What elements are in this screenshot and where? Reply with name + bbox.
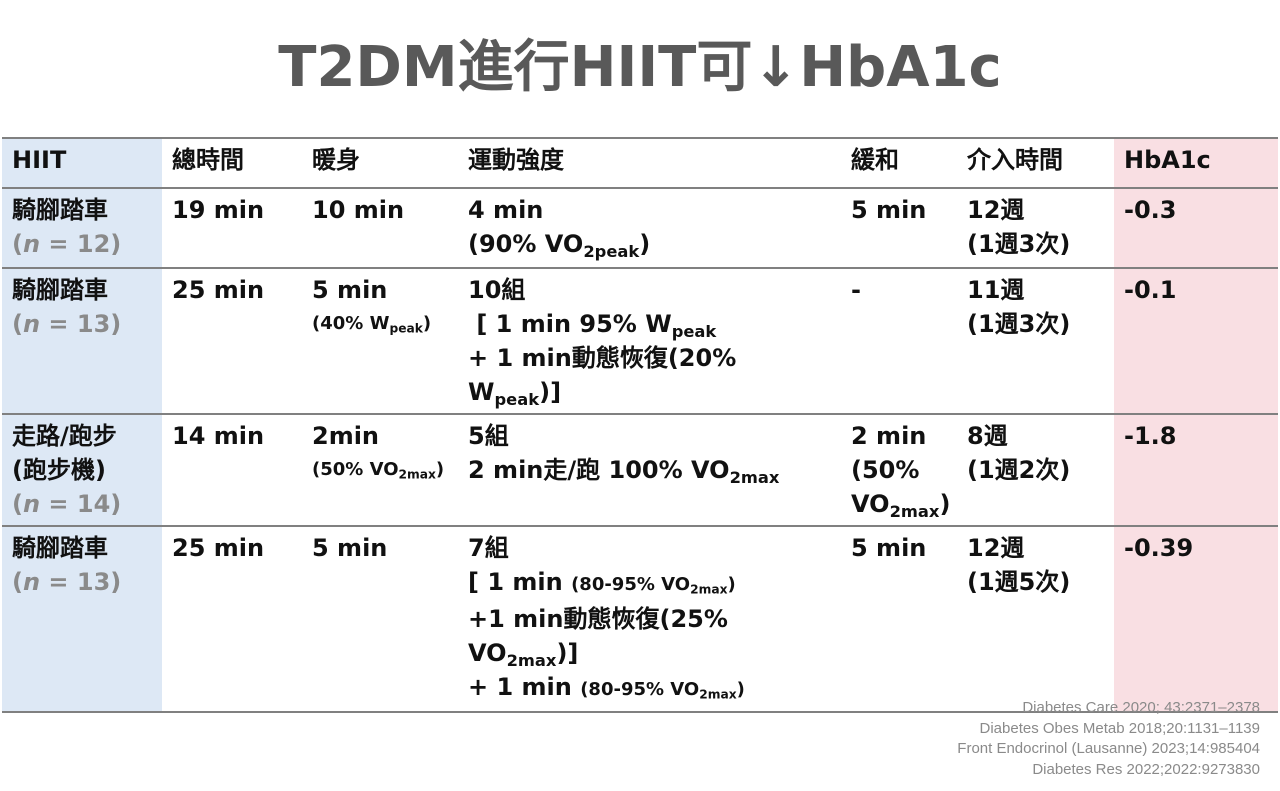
- header-duration: 介入時間: [957, 137, 1114, 189]
- table-row: 騎腳踏車 (n = 13) 25 min 5 min 7組 [ 1 min (8…: [2, 526, 1278, 712]
- table-row: 騎腳踏車 (n = 12) 19 min 10 min 4 min (90% V…: [2, 188, 1278, 268]
- header-intensity: 運動強度: [458, 137, 841, 189]
- cell-hiit: 走路/跑步 (跑步機) (n = 14): [2, 414, 162, 526]
- cell-duration: 12週 (1週5次): [967, 534, 1071, 596]
- cell-total-time: 25 min: [172, 534, 265, 562]
- page-title: T2DM進行HIIT可↓HbA1c: [278, 35, 1002, 100]
- cell-hba1c: -0.39: [1114, 526, 1278, 712]
- cell-intensity: 5組 2 min走/跑 100% VO2max: [468, 422, 780, 487]
- cell-hba1c: -1.8: [1114, 414, 1278, 526]
- cell-total-time: 25 min: [172, 276, 265, 304]
- hiit-type: 騎腳踏車: [12, 276, 108, 304]
- table-row: 走路/跑步 (跑步機) (n = 14) 14 min 2min (50% VO…: [2, 414, 1278, 526]
- cell-cooldown: 5 min: [851, 196, 927, 224]
- cell-total-time: 14 min: [172, 422, 265, 450]
- cell-hba1c: -0.1: [1114, 268, 1278, 414]
- hiit-type: 騎腳踏車: [12, 196, 108, 224]
- cell-warmup: 10 min: [312, 196, 405, 224]
- sample-size: (n = 14): [12, 490, 122, 518]
- cell-cooldown: 2 min (50% VO2max): [851, 422, 951, 521]
- sample-size: (n = 13): [12, 568, 122, 596]
- reference-item: Diabetes Care 2020; 43:2371–2378: [1022, 699, 1260, 716]
- sample-size: (n = 12): [12, 230, 122, 258]
- reference-item: Front Endocrinol (Lausanne) 2023;14:9854…: [957, 740, 1260, 757]
- header-cooldown: 緩和: [841, 137, 957, 189]
- cell-warmup: 2min (50% VO2max): [312, 422, 445, 482]
- header-warmup: 暖身: [302, 137, 458, 189]
- cell-warmup: 5 min (40% Wpeak): [312, 276, 432, 336]
- hiit-type-detail: (跑步機): [12, 456, 106, 484]
- cell-duration: 12週 (1週3次): [967, 196, 1071, 258]
- cell-cooldown: 5 min: [851, 534, 927, 562]
- header-hiit: HIIT: [2, 137, 162, 189]
- reference-item: Diabetes Res 2022;2022:9273830: [1032, 760, 1260, 778]
- cell-duration: 11週 (1週3次): [967, 276, 1071, 338]
- sample-size: (n = 13): [12, 310, 122, 338]
- header-hba1c: HbA1c: [1114, 137, 1278, 189]
- hiit-table: HIIT 總時間 暖身 運動強度 緩和 介入時間 HbA1c 騎腳踏車 (n =…: [2, 137, 1278, 713]
- cell-intensity: 4 min (90% VO2peak): [468, 196, 651, 261]
- cell-cooldown: -: [851, 276, 861, 304]
- cell-hiit: 騎腳踏車 (n = 13): [2, 268, 162, 414]
- cell-intensity: 10組 [ 1 min 95% Wpeak + 1 min動態恢復(20% Wp…: [468, 276, 737, 409]
- table-row: 騎腳踏車 (n = 13) 25 min 5 min (40% Wpeak) 1…: [2, 268, 1278, 414]
- header-total-time: 總時間: [162, 137, 302, 189]
- references: Diabetes Care 2020; 43:2371–2378 Diabete…: [957, 698, 1260, 780]
- hiit-type: 騎腳踏車: [12, 534, 108, 562]
- cell-hiit: 騎腳踏車 (n = 13): [2, 526, 162, 712]
- cell-warmup: 5 min: [312, 534, 388, 562]
- cell-total-time: 19 min: [172, 196, 265, 224]
- reference-item: Diabetes Obes Metab 2018;20:1131–1139: [979, 719, 1261, 737]
- cell-duration: 8週 (1週2次): [967, 422, 1071, 484]
- cell-hiit: 騎腳踏車 (n = 12): [2, 188, 162, 268]
- cell-intensity: 7組 [ 1 min (80-95% VO2max) +1 min動態恢復(25…: [468, 534, 745, 702]
- cell-hba1c: -0.3: [1114, 188, 1278, 268]
- hiit-type: 走路/跑步: [12, 422, 117, 450]
- table-header-row: HIIT 總時間 暖身 運動強度 緩和 介入時間 HbA1c: [2, 137, 1278, 189]
